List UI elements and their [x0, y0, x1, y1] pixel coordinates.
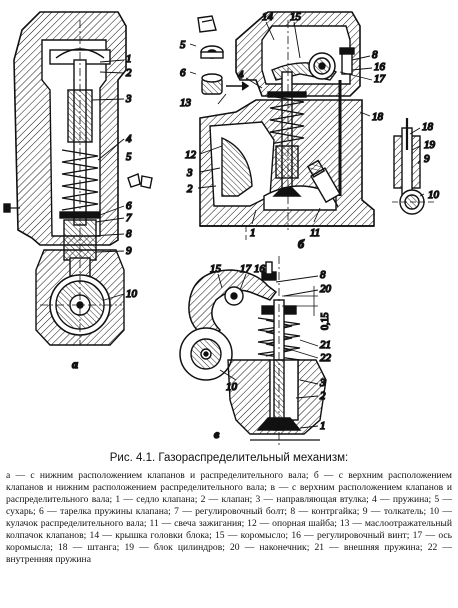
callout-c-15: 15 — [210, 263, 222, 275]
callout-a-5: 5 — [126, 151, 132, 163]
callout-c-1: 1 — [320, 420, 326, 432]
callout-b-13: 13 — [180, 97, 192, 109]
callout-c-16: 16 — [254, 263, 266, 275]
callout-b-14: 14 — [262, 11, 274, 23]
callout-a-9: 9 — [126, 245, 132, 257]
callout-c-21: 21 — [320, 339, 331, 351]
callout-b-18: 18 — [372, 111, 384, 123]
callout-c-2: 2 — [320, 390, 326, 402]
callout-a-7: 7 — [126, 212, 132, 224]
callout-a-2: 2 — [126, 67, 132, 79]
callout-b-11: 11 — [310, 227, 320, 239]
callout-b-19: 19 — [424, 139, 436, 151]
subfigure-label-c: в — [214, 427, 220, 441]
clearance-dimension: 0,15 — [320, 313, 331, 331]
drawing-b — [189, 11, 434, 240]
valve-spring-a — [61, 149, 99, 211]
callout-b-2: 2 — [187, 183, 193, 195]
figure-caption: Рис. 4.1. Газораспределительный механизм… — [109, 452, 349, 464]
callout-b-8: 8 — [372, 49, 378, 61]
callout-a-1: 1 — [126, 53, 132, 65]
subfigure-label-b: б — [298, 237, 305, 251]
callout-c-17: 17 — [240, 263, 252, 275]
callout-a-10: 10 — [126, 288, 138, 300]
callout-b-9: 9 — [424, 153, 430, 165]
callout-a-4: 4 — [126, 133, 132, 145]
callout-a-6: 6 — [126, 200, 132, 212]
drawing-c — [179, 256, 327, 446]
callout-c-20: 20 — [320, 283, 332, 295]
callout-a-3: 3 — [125, 93, 132, 105]
callout-c-8: 8 — [320, 269, 326, 281]
mechanism-figure: 1 2 3 4 5 6 7 8 9 10 а — [3, 10, 440, 446]
callout-b-16: 16 — [374, 61, 386, 73]
figure-legend: а — с нижним расположением клапанов и ра… — [6, 470, 452, 565]
callout-b-17: 17 — [374, 73, 386, 85]
callout-b-15: 15 — [290, 11, 302, 23]
callout-b-12: 12 — [185, 149, 197, 161]
callout-b-10: 10 — [428, 189, 440, 201]
callout-c-10: 10 — [226, 381, 238, 393]
callout-b-4: 4 — [238, 69, 244, 81]
callout-b-6: 6 — [180, 67, 186, 79]
drawing-a — [3, 11, 153, 346]
callout-b-3: 3 — [186, 167, 193, 179]
callout-c-3: 3 — [319, 377, 326, 389]
callout-b-1: 1 — [250, 227, 256, 239]
callout-a-8: 8 — [126, 228, 132, 240]
callout-b-5: 5 — [180, 39, 186, 51]
callout-c-22: 22 — [320, 352, 332, 364]
subfigure-label-a: а — [72, 357, 78, 371]
callout-b-18-right: 18 — [422, 121, 434, 133]
